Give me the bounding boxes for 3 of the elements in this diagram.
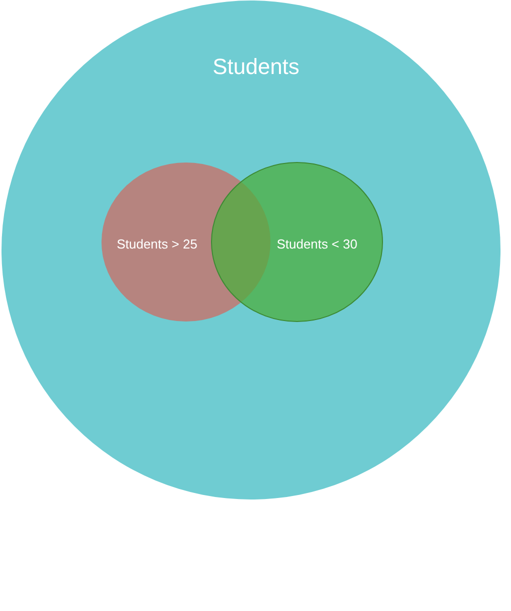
set-label: Students > 25 [116,236,198,252]
set-label: Students < 30 [276,236,358,252]
set-label: Students [212,54,300,80]
